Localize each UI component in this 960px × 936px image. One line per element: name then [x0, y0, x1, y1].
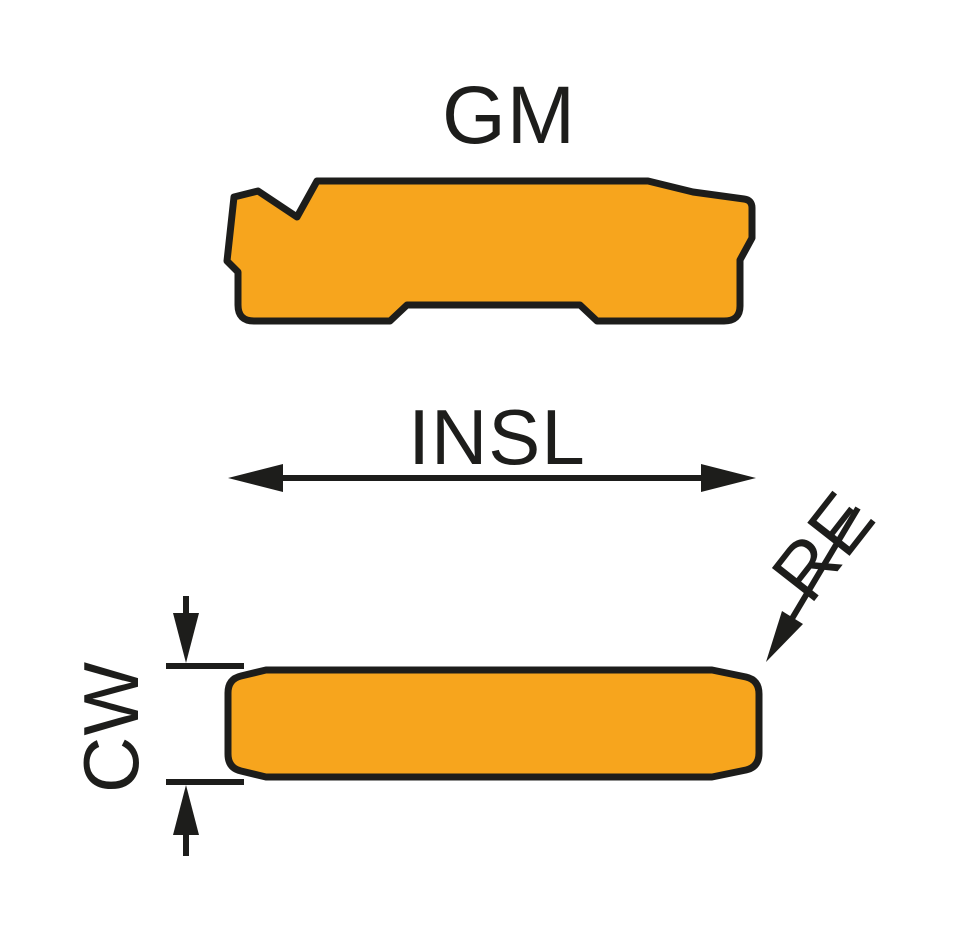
re-arrowhead [766, 611, 803, 662]
diagram-title: GM [441, 70, 577, 161]
cw-arrowhead-up [173, 785, 199, 835]
re-leader-line [787, 506, 861, 624]
insert-profile-view-shape [223, 177, 756, 325]
insl-arrowhead-left [228, 464, 283, 492]
cw-label: CW [67, 661, 155, 793]
insert-front-view-shape [224, 666, 763, 781]
cw-dimension [166, 596, 244, 856]
insl-label: INSL [408, 393, 586, 481]
insl-dimension [228, 464, 756, 492]
cw-arrowhead-down [173, 613, 199, 663]
insl-arrowhead-right [701, 464, 756, 492]
re-leader [766, 506, 861, 662]
